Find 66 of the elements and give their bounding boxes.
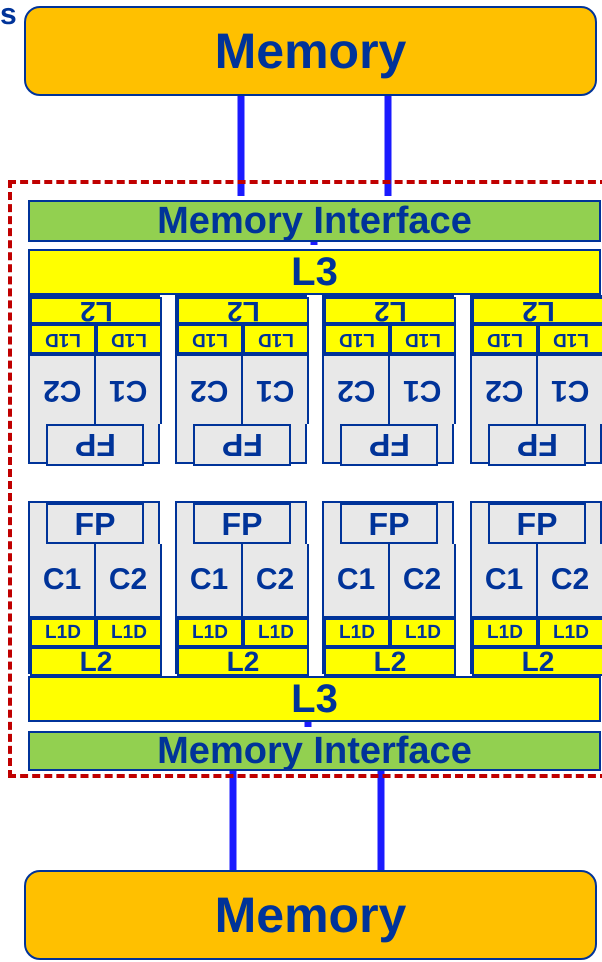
cache-cell: L1D [96,618,162,647]
cache-bar: L2 [472,647,602,676]
connector-line [238,96,244,196]
core-cell: C2 [30,354,96,424]
core-cell: C2 [472,354,538,424]
cache-cell: L1D [30,324,96,354]
module-box [470,295,602,464]
core-cell: C1 [324,544,390,618]
cache-cell: L1D [390,618,456,647]
fpu-box: FP [488,424,586,466]
module-box [28,501,160,674]
core-cell: C2 [538,544,602,618]
cache-cell: L1D [472,618,538,647]
fpu-box: FP [193,424,291,466]
fpu-box: FP [488,503,586,544]
cache-bar: L3 [28,676,601,722]
core-cell: C1 [96,354,162,424]
cache-cell: L1D [177,324,243,354]
core-cell: C1 [472,544,538,618]
cache-cell: L1D [243,618,309,647]
dashed-boundary [8,180,602,778]
connector-line [384,96,392,196]
memory-box: Memory [24,6,597,96]
memory-box: Memory [24,870,597,960]
cache-cell: L1D [538,618,602,647]
cache-bar: L2 [324,297,456,324]
core-cell: C1 [538,354,602,424]
cache-cell: L1D [324,324,390,354]
fpu-box: FP [340,424,438,466]
core-cell: C1 [390,354,456,424]
core-cell: C1 [30,544,96,618]
core-cell: C2 [177,354,243,424]
core-cell: C2 [324,354,390,424]
core-cell: C2 [390,544,456,618]
fpu-box: FP [46,424,144,466]
cache-cell: L1D [538,324,602,354]
cache-bar: L2 [177,297,309,324]
cache-bar: L2 [30,297,162,324]
interface-bar: Memory Interface [28,200,601,242]
fpu-box: FP [193,503,291,544]
core-cell: C2 [96,544,162,618]
core-cell: C2 [243,544,309,618]
cache-cell: L1D [243,324,309,354]
cache-bar: L2 [177,647,309,676]
module-box [470,501,602,674]
cache-cell: L1D [472,324,538,354]
cache-bar: L3 [28,249,601,295]
module-box [175,501,307,674]
cache-cell: L1D [390,324,456,354]
module-box [28,295,160,464]
module-box [322,295,454,464]
cache-bar: L2 [30,647,162,676]
cache-bar: L2 [324,647,456,676]
fpu-box: FP [46,503,144,544]
core-cell: C1 [243,354,309,424]
heading-fragment: s [0,0,17,30]
cache-cell: L1D [177,618,243,647]
cache-cell: L1D [96,324,162,354]
cache-cell: L1D [324,618,390,647]
module-box [175,295,307,464]
cache-bar: L2 [472,297,602,324]
interface-bar: Memory Interface [28,731,601,771]
module-box [322,501,454,674]
cache-cell: L1D [30,618,96,647]
fpu-box: FP [340,503,438,544]
core-cell: C1 [177,544,243,618]
